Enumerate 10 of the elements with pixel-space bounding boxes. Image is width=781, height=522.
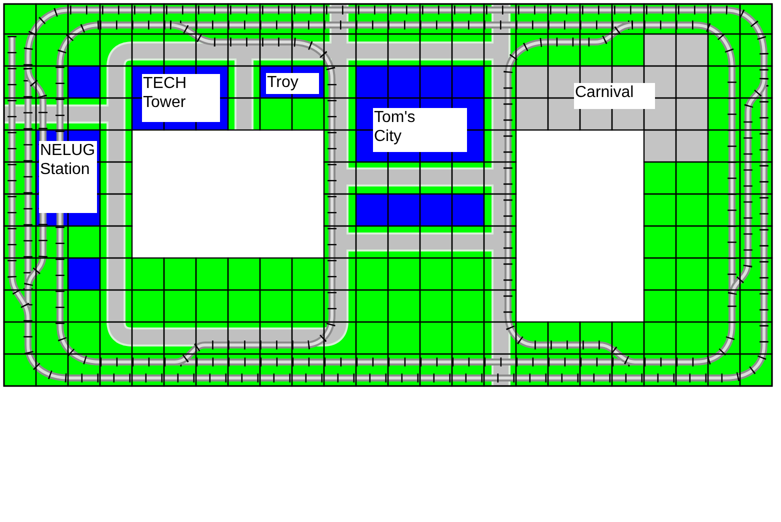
area-name: Troy (267, 73, 298, 92)
label-panel (266, 73, 319, 94)
area-name: Tom's City (374, 108, 416, 146)
label-panel (39, 141, 97, 213)
area-name: Carnival (575, 83, 634, 102)
area-name: TECH Tower (143, 74, 187, 112)
label-panel (574, 83, 655, 109)
label-panel (142, 74, 220, 122)
area-name: NELUG Station (40, 141, 96, 179)
label-panel (373, 108, 467, 152)
